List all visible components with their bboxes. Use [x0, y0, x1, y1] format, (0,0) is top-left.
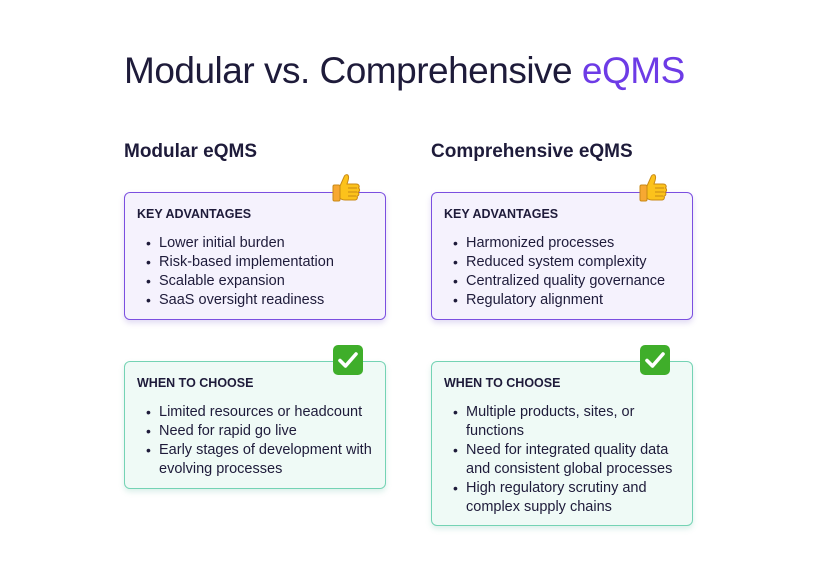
list-item: Risk-based implementation: [146, 253, 373, 272]
list-item: Early stages of development with evolvin…: [146, 441, 373, 479]
comprehensive-advantages-card: KEY ADVANTAGES Harmonized processes Redu…: [431, 192, 693, 320]
when-list: Limited resources or headcount Need for …: [137, 403, 373, 479]
list-item: Reduced system complexity: [453, 253, 680, 272]
advantages-list: Harmonized processes Reduced system comp…: [444, 234, 680, 310]
list-item: Multiple products, sites, or functions: [453, 403, 680, 441]
check-mark-icon: [333, 345, 363, 375]
card-label: WHEN TO CHOOSE: [137, 376, 254, 390]
list-item: Need for integrated quality data and con…: [453, 441, 680, 479]
list-item: SaaS oversight readiness: [146, 291, 373, 310]
modular-advantages-card: KEY ADVANTAGES Lower initial burden Risk…: [124, 192, 386, 320]
list-item: Regulatory alignment: [453, 291, 680, 310]
list-item: High regulatory scrutiny and complex sup…: [453, 479, 680, 517]
list-item: Scalable expansion: [146, 272, 373, 291]
column-heading-comprehensive: Comprehensive eQMS: [431, 141, 633, 162]
list-item: Centralized quality governance: [453, 272, 680, 291]
modular-when-card: WHEN TO CHOOSE Limited resources or head…: [124, 361, 386, 489]
card-label: KEY ADVANTAGES: [137, 207, 252, 221]
list-item: Lower initial burden: [146, 234, 373, 253]
list-item: Harmonized processes: [453, 234, 680, 253]
advantages-list: Lower initial burden Risk-based implemen…: [137, 234, 373, 310]
title-main: Modular vs. Comprehensive: [124, 50, 582, 91]
thumbs-up-icon: [332, 174, 361, 202]
card-label: WHEN TO CHOOSE: [444, 376, 561, 390]
column-heading-modular: Modular eQMS: [124, 141, 258, 162]
thumbs-up-icon: [639, 174, 668, 202]
card-label: KEY ADVANTAGES: [444, 207, 559, 221]
when-list: Multiple products, sites, or functions N…: [444, 403, 680, 517]
list-item: Limited resources or headcount: [146, 403, 373, 422]
list-item: Need for rapid go live: [146, 422, 373, 441]
title-accent: eQMS: [581, 50, 685, 91]
page-title: Modular vs. Comprehensive eQMS: [124, 50, 685, 92]
check-mark-icon: [640, 345, 670, 375]
comprehensive-when-card: WHEN TO CHOOSE Multiple products, sites,…: [431, 361, 693, 526]
